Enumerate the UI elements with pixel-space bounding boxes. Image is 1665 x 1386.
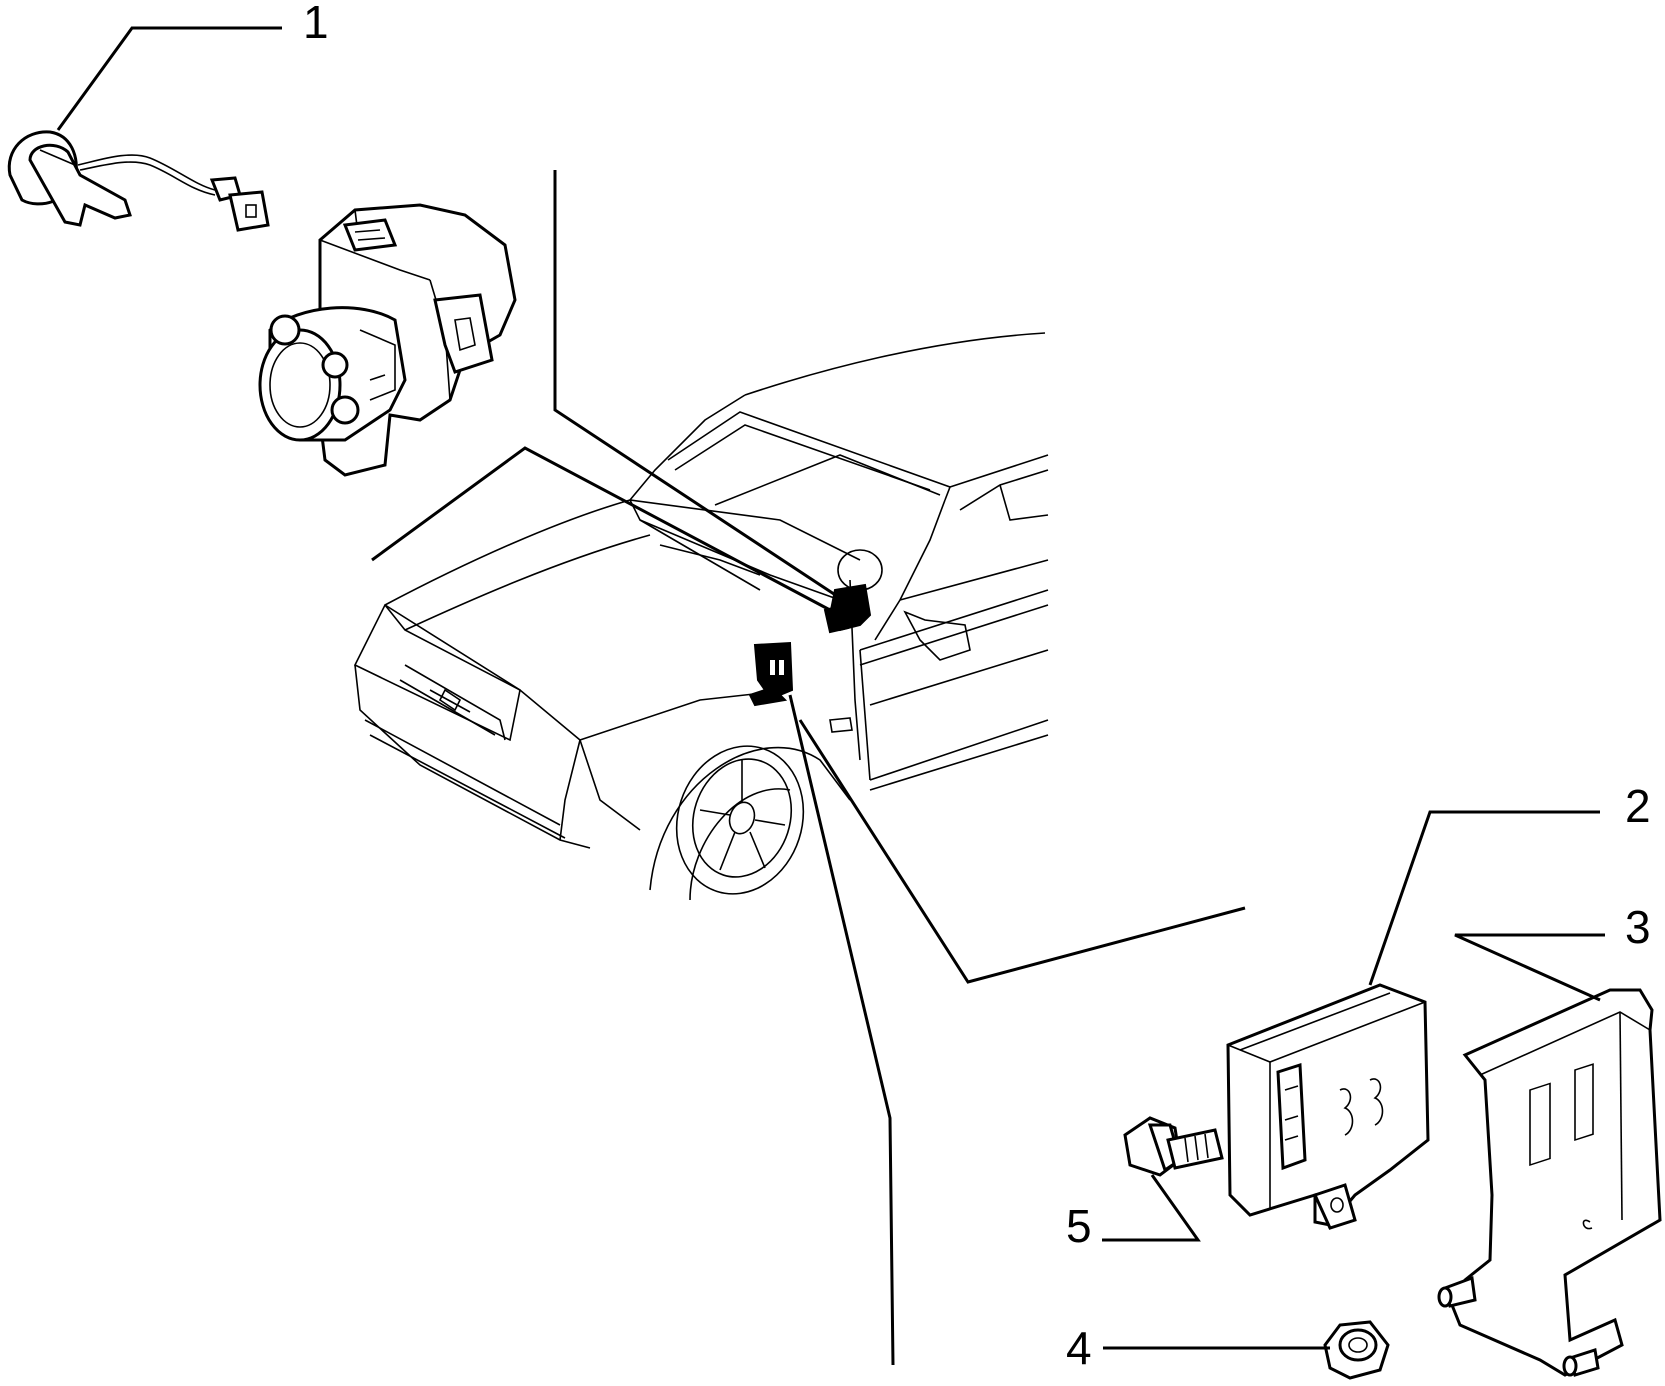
- control-unit-mount-icon: [748, 641, 794, 707]
- nut-icon: [1323, 1320, 1390, 1380]
- callout-3: 3: [1625, 901, 1651, 953]
- control-unit-icon: [1226, 983, 1430, 1230]
- antenna-ring-icon: [7, 130, 270, 232]
- bolt-icon: [1123, 1116, 1224, 1177]
- leader-5: [1102, 1174, 1201, 1242]
- callout-2: 2: [1625, 780, 1651, 832]
- callout-1: 1: [303, 0, 329, 48]
- bracket-icon: [1437, 988, 1662, 1377]
- leader-1: [56, 26, 282, 131]
- car-outline-icon: [353, 332, 1049, 901]
- leader-3: [1454, 933, 1605, 1002]
- ignition-switch-icon: [258, 203, 517, 477]
- callout-4: 4: [1066, 1322, 1092, 1374]
- callout-5: 5: [1066, 1200, 1092, 1252]
- leader-lines: [371, 170, 1246, 1366]
- leader-2: [1368, 810, 1600, 986]
